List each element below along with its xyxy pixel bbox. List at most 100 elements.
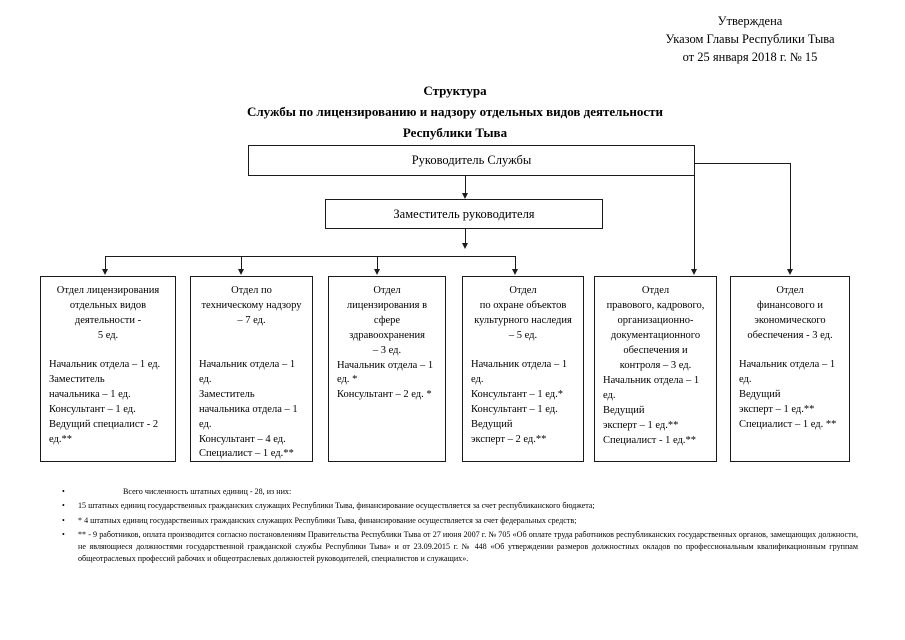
department-6-heading-line-4: обеспечения - 3 ед. [747, 329, 833, 341]
staff-line: Начальник отдела – 1 ед. [739, 359, 836, 385]
department-2-staff: Начальник отдела – 1 ед. Заместитель нач… [197, 358, 306, 462]
staff-line: эксперт – 1 ед.** [739, 403, 815, 415]
department-6-heading-line-2: финансового и [757, 299, 823, 311]
connector-head-to-dept-6 [790, 163, 791, 272]
department-2-heading-line-1: Отдел по [231, 285, 272, 296]
department-box-5: Отдел правового, кадрового, организацион… [594, 276, 717, 462]
department-5-heading-line-2: правового, кадрового, [606, 299, 705, 311]
title-line-2: Службы по лицензированию и надзору отдел… [247, 104, 663, 120]
staff-line: Консультант – 1 ед. [49, 403, 136, 415]
connector-drop-dept-1 [105, 256, 106, 272]
department-5-heading-line-3: организационно- [617, 314, 694, 326]
approval-block: Утверждена Указом Главы Республики Тыва … [600, 12, 900, 66]
staff-line: Ведущий [471, 418, 513, 430]
arrow-dept-6 [787, 269, 793, 275]
footnote-item: • Всего численность штатных единиц - 28,… [58, 486, 858, 498]
department-6-heading-line-1: Отдел [776, 285, 804, 296]
staff-line: Специалист – 1 ед. ** [739, 418, 837, 430]
department-3-heading-line-3: сфере [373, 314, 401, 326]
department-4-heading: Отдел по охране объектов культурного нас… [469, 284, 577, 358]
department-5-staff: Начальник отдела – 1 ед. Ведущий эксперт… [601, 374, 710, 449]
department-4-heading-line-1: Отдел [509, 285, 537, 296]
department-4-heading-line-3: культурного наследия [474, 314, 572, 326]
footnote-text: Всего численность штатных единиц - 28, и… [123, 487, 292, 496]
staff-line: Консультант – 4 ед. [199, 433, 286, 445]
title-line-3: Республики Тыва [402, 125, 508, 141]
staff-line: Специалист - 1 ед.** [603, 434, 696, 446]
department-1-staff: Начальник отдела – 1 ед. Заместитель нач… [47, 358, 169, 447]
department-2-heading: Отдел по техническому надзору – 7 ед. [197, 284, 306, 358]
department-1-heading-line-4: 5 ед. [97, 329, 119, 341]
department-1-heading-line-1: Отдел лицензирования [56, 285, 160, 296]
department-3-heading-line-5: – 3 ед. [372, 344, 402, 356]
approval-line-3: от 25 января 2018 г. № 15 [682, 50, 818, 65]
department-5-heading: Отдел правового, кадрового, организацион… [601, 284, 710, 374]
department-box-6: Отдел финансового и экономического обесп… [730, 276, 850, 462]
department-4-heading-line-4: – 5 ед. [508, 329, 538, 341]
page-title: Структура Службы по лицензированию и над… [60, 80, 850, 143]
bullet-icon: • [62, 501, 65, 511]
department-1-heading: Отдел лицензирования отдельных видов дея… [47, 284, 169, 358]
staff-line: Консультант – 2 ед. * [337, 389, 432, 401]
staff-line: Начальник отдела – 1 ед. [199, 359, 296, 385]
department-box-4: Отдел по охране объектов культурного нас… [462, 276, 584, 462]
department-box-1: Отдел лицензирования отдельных видов дея… [40, 276, 176, 462]
department-3-heading: Отдел лицензирования в сфере здравоохран… [335, 284, 439, 359]
department-6-staff: Начальник отдела – 1 ед. Ведущий эксперт… [737, 358, 843, 433]
node-head-of-service-label: Руководитель Службы [411, 153, 532, 167]
staff-line: Консультант – 1 ед. [471, 403, 558, 415]
department-5-heading-line-1: Отдел [641, 285, 670, 296]
staff-line: начальника отдела – 1 ед. [199, 403, 298, 430]
department-5-heading-line-4: документационного [610, 329, 701, 341]
bullet-icon: • [62, 487, 65, 496]
department-box-3: Отдел лицензирования в сфере здравоохран… [328, 276, 446, 462]
department-5-heading-line-6: контроля – 3 ед. [619, 359, 692, 371]
footnotes: • Всего численность штатных единиц - 28,… [58, 486, 858, 568]
connector-drop-dept-4 [515, 256, 516, 272]
department-2-heading-line-2: техническому надзору [201, 299, 302, 311]
connector-drop-dept-2 [241, 256, 242, 272]
connector-bus-departments [105, 256, 515, 257]
department-3-heading-line-1: Отдел [373, 285, 401, 296]
staff-line: эксперт – 1 ед.** [603, 419, 679, 431]
staff-line: Заместитель [49, 373, 105, 385]
connector-head-to-deputy [465, 176, 466, 196]
arrow-head-to-deputy [462, 193, 468, 199]
node-head-of-service: Руководитель Службы [248, 145, 695, 176]
arrow-dept-3 [374, 269, 380, 275]
department-3-staff: Начальник отдела – 1 ед. * Консультант –… [335, 359, 439, 404]
footnote-text: ** - 9 работников, оплата производится с… [78, 529, 858, 564]
staff-line: Начальник отдела – 1 ед. [471, 359, 568, 385]
bullet-icon: • [62, 515, 65, 525]
department-3-heading-line-4: здравоохранения [349, 329, 425, 341]
bullet-icon: • [62, 529, 65, 539]
arrow-dept-1 [102, 269, 108, 275]
staff-line: Заместитель [199, 388, 255, 400]
staff-line: Специалист – 1 ед.** [199, 448, 294, 460]
node-deputy-head: Заместитель руководителя [325, 199, 603, 229]
department-4-staff: Начальник отдела – 1 ед. Консультант – 1… [469, 358, 577, 447]
staff-line: Ведущий специалист - 2 ед.** [49, 418, 159, 445]
staff-line: Консультант – 1 ед.* [471, 388, 563, 400]
department-6-heading: Отдел финансового и экономического обесп… [737, 284, 843, 358]
arrow-deputy-to-bus [462, 243, 468, 249]
approval-line-1: Утверждена [717, 14, 783, 28]
arrow-dept-2 [238, 269, 244, 275]
connector-head-to-dept-5 [694, 176, 695, 272]
department-1-heading-line-3: деятельности - [74, 314, 142, 326]
staff-line: начальника – 1 ед. [49, 388, 131, 400]
connector-deputy-to-bus [465, 229, 466, 246]
footnote-item: • 15 штатных единиц государственных граж… [58, 500, 858, 512]
connector-drop-dept-3 [377, 256, 378, 272]
staff-line: Ведущий [603, 404, 645, 416]
department-6-heading-line-3: экономического [754, 314, 826, 326]
department-box-2: Отдел по техническому надзору – 7 ед. На… [190, 276, 313, 462]
department-4-heading-line-2: по охране объектов [479, 299, 567, 311]
department-2-heading-line-3: – 7 ед. [237, 314, 266, 326]
node-deputy-head-label: Заместитель руководителя [393, 206, 535, 221]
footnote-item: • * 4 штатных единиц государственных гра… [58, 515, 858, 527]
arrow-dept-4 [512, 269, 518, 275]
footnote-text: 15 штатных единиц государственных гражда… [78, 501, 595, 511]
staff-line: Начальник отдела – 1 ед. * [337, 359, 434, 386]
